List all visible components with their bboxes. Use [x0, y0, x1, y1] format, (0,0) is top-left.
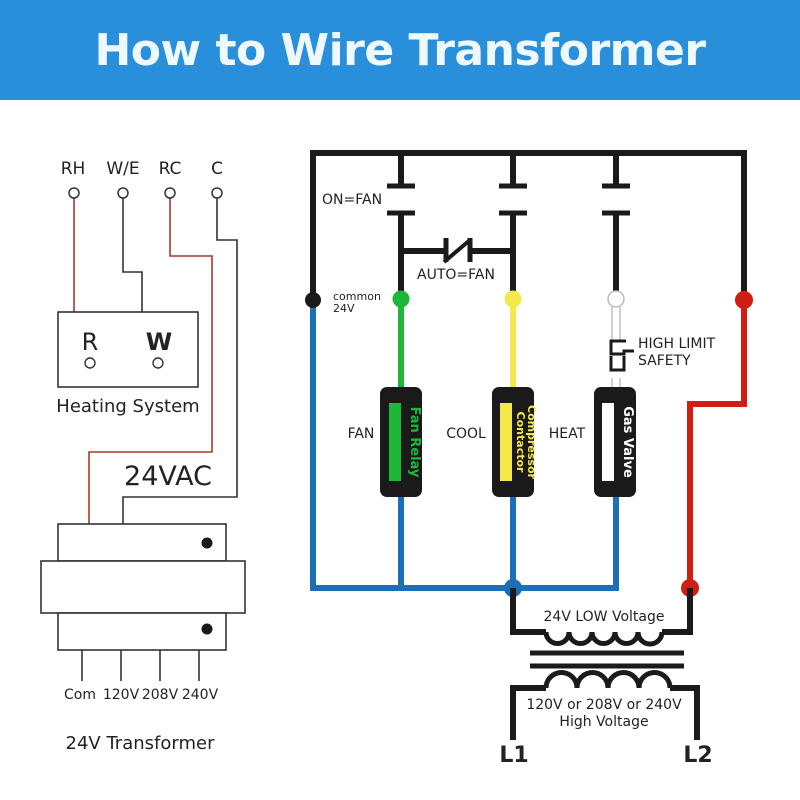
tap-label-com: Com [64, 687, 96, 703]
green-junction-dot [392, 290, 410, 308]
high-voltage-coil [543, 670, 673, 689]
terminal-label-we: W/E [106, 159, 139, 179]
wire-we [122, 198, 143, 312]
compressor-contactor: Compressor Contactor [492, 387, 538, 497]
low-lead-right [662, 588, 693, 635]
wire-rc [88, 198, 213, 524]
fan-side-label: FAN [348, 426, 375, 442]
low-voltage-coil [543, 631, 665, 647]
heating-terminal-w-label: W [146, 328, 172, 356]
terminal-we [117, 187, 129, 199]
wire-c [122, 198, 238, 524]
title-banner: How to Wire Transformer [0, 0, 800, 100]
white-junction-dot [607, 290, 625, 308]
tap-label-240v: 240V [182, 687, 219, 703]
heat-side-label: HEAT [549, 426, 586, 442]
compressor-contactor-indicator [500, 403, 512, 481]
auto-fan-label: AUTO=FAN [417, 267, 495, 283]
high-lead-left [510, 685, 546, 740]
low-lead-left [510, 588, 546, 635]
terminal-label-rh: RH [61, 159, 86, 179]
common-return-wire [310, 300, 619, 591]
high-voltage-label-line1: 120V or 208V or 240V [526, 697, 682, 713]
common-label-line1: common [333, 290, 381, 303]
high-limit-safety-symbol-top [609, 339, 634, 356]
transformer-top-coil [57, 523, 227, 562]
heating-terminal-w [152, 357, 164, 369]
common-junction-dot [305, 292, 321, 308]
terminal-label-c: C [211, 159, 223, 179]
transformer-caption: 24V Transformer [66, 733, 216, 754]
compressor-contactor-label-line2: Contactor [514, 412, 527, 473]
polarity-dot-bottom [201, 623, 213, 635]
page-title: How to Wire Transformer [94, 24, 706, 76]
cool-side-label: COOL [446, 426, 486, 442]
heating-terminal-r [84, 357, 96, 369]
compressor-contactor-label-line1: Compressor [525, 405, 538, 480]
heating-system-label: Heating System [56, 396, 199, 417]
high-voltage-label-line2: High Voltage [559, 714, 648, 730]
common-label-line2: 24V [333, 302, 355, 315]
terminal-label-rc: RC [159, 159, 182, 179]
gas-valve-indicator [602, 403, 614, 481]
terminal-c [211, 187, 223, 199]
thermostat-wiring: RH W/E RC C R W Heating System 24VAC Com… [40, 159, 246, 754]
secondary-voltage-label: 24VAC [124, 461, 212, 492]
gas-valve: Gas Valve [594, 387, 636, 497]
gas-valve-label: Gas Valve [620, 406, 635, 478]
on-fan-label: ON=FAN [322, 192, 382, 208]
fan-relay: Fan Relay [380, 387, 422, 497]
yellow-junction-dot [504, 290, 522, 308]
transformer-core [40, 560, 246, 614]
line-l2-label: L2 [683, 743, 712, 768]
high-limit-safety-symbol-bottom [609, 356, 626, 372]
red-hot-wire [687, 300, 747, 588]
transformer-bottom-coil [57, 612, 227, 651]
line-l1-label: L1 [499, 743, 528, 768]
high-limit-label-line2: SAFETY [638, 353, 691, 369]
auto-fan-contact-slash [442, 238, 472, 264]
high-lead-right [670, 685, 700, 740]
step-down-transformer: 24V LOW Voltage 120V or 208V or 240V Hig… [499, 588, 713, 768]
terminal-rc [164, 187, 176, 199]
red-junction-dot [735, 291, 753, 309]
tap-label-120v: 120V [103, 687, 140, 703]
low-voltage-label: 24V LOW Voltage [544, 609, 665, 625]
fan-relay-label: Fan Relay [407, 407, 422, 478]
terminal-rh [68, 187, 80, 199]
fan-relay-indicator [389, 403, 401, 481]
high-limit-label-line1: HIGH LIMIT [638, 336, 716, 352]
top-bus-wire [310, 150, 747, 300]
polarity-dot-top [201, 537, 213, 549]
tap-label-208v: 208V [142, 687, 179, 703]
heating-terminal-r-label: R [82, 328, 99, 356]
control-circuit: ON=FAN AUTO=FAN common 24V HIGH LIMIT SA… [305, 150, 753, 768]
heating-system-box [57, 311, 199, 388]
